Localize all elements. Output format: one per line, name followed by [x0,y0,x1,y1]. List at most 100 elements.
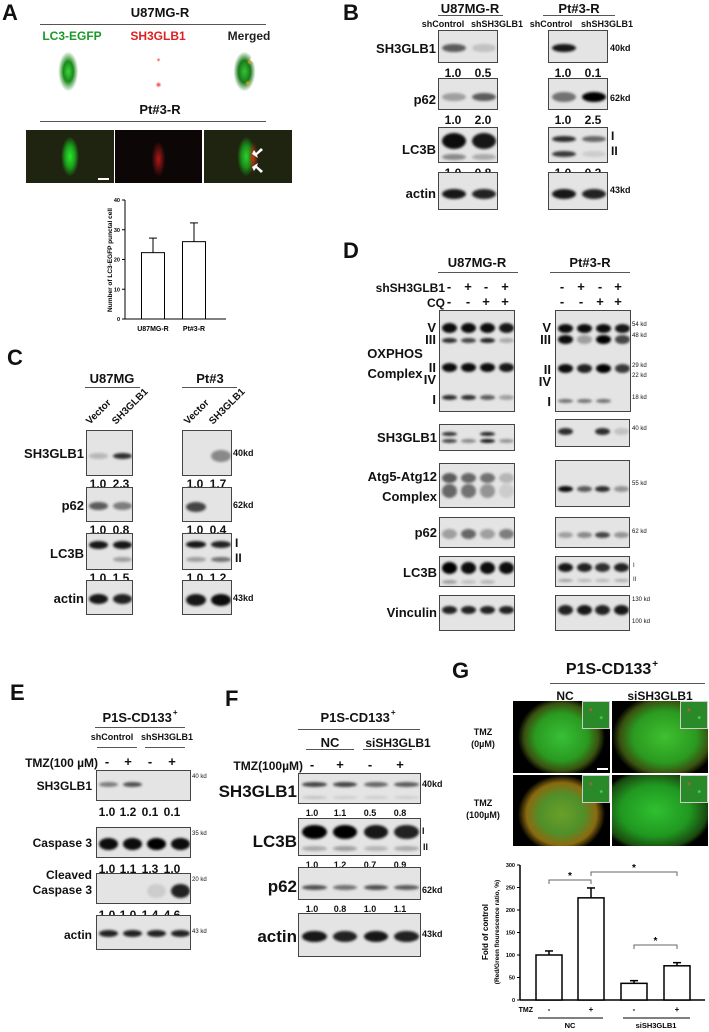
protein-band [479,561,496,574]
panel-letter-d: D [343,238,359,263]
protein-band [576,335,593,345]
row-label: Complex [382,489,437,504]
significance-asterisk: * [568,871,572,882]
quantification-value: 0.1 [584,66,602,80]
western-blot-pt3-r [548,78,608,110]
sh3glb1-image [115,45,202,98]
row-label: OXPHOS [367,346,423,361]
panel-letter-e: E [10,680,25,705]
treatment-sign: - [446,294,452,309]
row-label: p62 [61,498,84,513]
protein-band [441,606,458,615]
western-blot-pt3-r [548,30,608,63]
protein-band [595,486,611,493]
protein-band [332,930,358,942]
protein-band [479,323,496,334]
western-blot [96,873,191,904]
protein-band [363,782,389,788]
protein-band [460,606,477,615]
condition-label: shSH3GLB1 [375,281,445,295]
molecular-weight-marker: 20 kd [192,877,207,883]
protein-band [479,439,496,444]
protein-band [302,846,327,852]
lane-label: shControl [421,19,465,29]
band-label: II [633,577,637,583]
protein-band [442,43,466,52]
complex-label: IV [423,372,436,387]
bar [620,982,648,1001]
si-tmz0-image [612,701,708,773]
nc-tmz0-image [513,701,610,773]
protein-band [460,362,477,372]
quantification-value: 1.0 [305,808,319,818]
protein-band [479,338,496,344]
protein-band [394,930,419,942]
treatment-sign: + [124,754,132,769]
protein-band [441,432,458,437]
protein-band [557,427,573,435]
molecular-weight-marker: 43kd [610,185,631,195]
protein-band [498,528,514,539]
complex-label: I [547,394,551,409]
treatment-sign: + [577,279,585,294]
protein-band [441,362,458,372]
protein-band [99,837,119,850]
group-label: shControl [90,732,134,742]
western-blot [96,770,191,801]
row-label: SH3GLB1 [376,41,436,56]
protein-band [479,362,496,372]
western-blot-u87mg-r [439,424,515,451]
quantification-value: 1.1 [119,862,137,876]
lane-label: shControl [529,19,573,29]
panel-letter-a: A [2,0,18,25]
group-underline [97,747,137,748]
row-label: Caspase 3 [32,883,92,897]
group-underline [95,727,185,728]
protein-band [557,605,573,616]
protein-band [363,885,389,891]
row-label: p62 [267,877,297,896]
title-text: P1S-CD133 [565,661,652,678]
protein-band [576,563,592,573]
protein-band [557,578,573,582]
scale-bar [597,768,608,770]
protein-band [498,472,514,483]
group-underline [40,121,266,122]
treatment-sign: + [614,294,622,309]
western-blot [298,773,421,804]
quantification-value: 1.0 [363,904,377,914]
row-label: actin [405,186,436,201]
y-axis-label: Fold of control [481,904,490,960]
row-label: Vinculin [386,605,437,620]
quantification-value: 0.8 [333,904,347,914]
protein-band [472,188,496,199]
panel-letter-g: G [452,658,470,683]
protein-band [89,501,109,510]
scale-bar [98,94,109,96]
treatment-sign: - [483,279,489,294]
molecular-weight-marker: 40kd [422,779,443,789]
western-blot [96,827,191,858]
protein-band [394,782,419,788]
western-blot [298,913,421,957]
protein-band [498,484,514,498]
complex-label: II [543,362,551,377]
protein-band [479,528,496,539]
quantification-value: 1.0 [554,66,572,80]
western-blot-u87mg [86,430,133,476]
protein-band [472,153,496,160]
bar [577,897,605,1001]
row-label: Complex [367,366,423,381]
western-blot-oxphos-u87mg-r [439,310,515,412]
quantification-value: 0.5 [363,808,377,818]
x-category-label: U87MG-R [137,326,169,333]
protein-band [394,885,419,891]
protein-band [479,606,496,615]
protein-band [363,825,389,840]
row-label: Caspase 3 [32,836,92,850]
protein-band [460,484,477,498]
group-title: U87MG-R [447,255,507,270]
protein-band [442,188,466,199]
significance-asterisk: * [632,863,636,874]
